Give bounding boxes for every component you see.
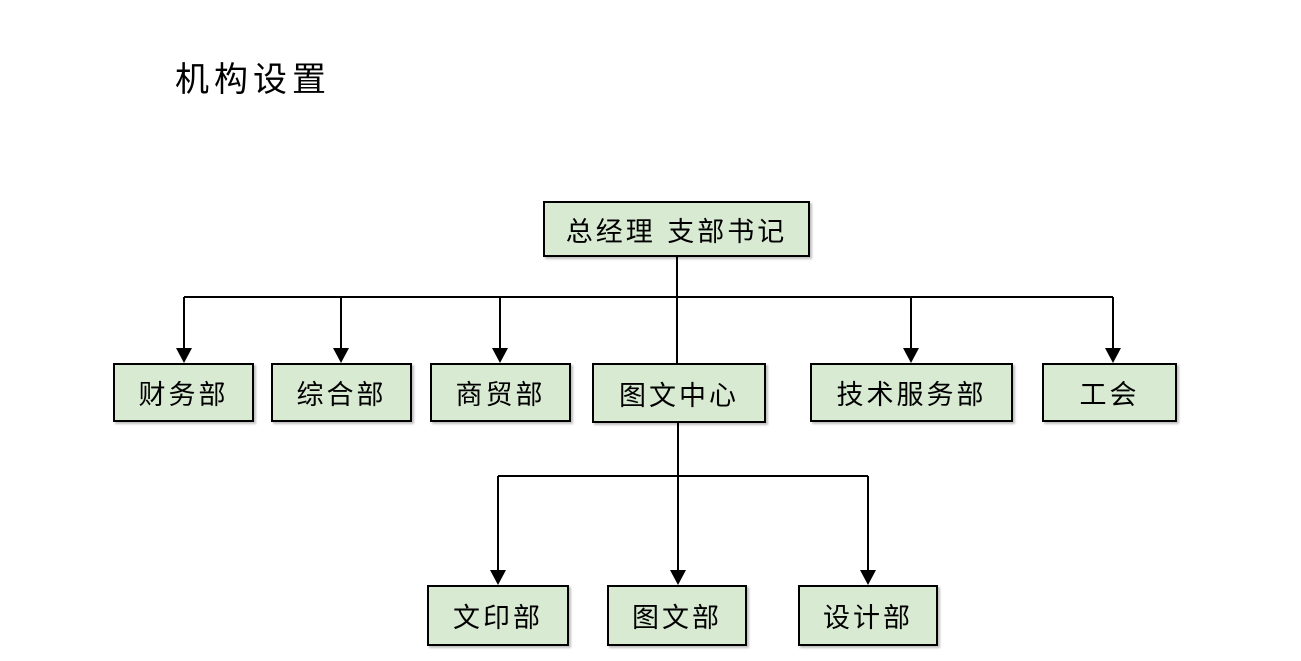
node-design-dept[interactable]: 设计部 [798,585,938,646]
node-graphics-text-dept[interactable]: 图文部 [607,585,747,646]
node-labor-union[interactable]: 工会 [1042,363,1177,422]
node-printing-dept[interactable]: 文印部 [427,585,569,646]
page-title: 机构设置 [175,60,331,100]
node-label: 综合部 [296,380,387,411]
node-graphics-center[interactable]: 图文中心 [592,363,766,423]
node-technical-service-dept[interactable]: 技术服务部 [810,363,1013,422]
node-label: 技术服务部 [836,380,987,411]
node-general-affairs-dept[interactable]: 综合部 [271,363,412,422]
node-general-manager-branch-secretary[interactable]: 总经理 支部书记 [543,201,810,257]
node-label: 设计部 [823,603,913,634]
node-finance-dept[interactable]: 财务部 [113,363,254,422]
node-label: 工会 [1079,380,1140,411]
node-label: 财务部 [138,380,229,411]
node-label: 商贸部 [455,380,546,411]
node-commerce-trade-dept[interactable]: 商贸部 [430,363,571,422]
node-label: 文印部 [453,603,543,634]
node-label: 总经理 支部书记 [565,216,788,248]
node-label: 图文部 [632,603,722,634]
node-label: 图文中心 [619,380,739,412]
